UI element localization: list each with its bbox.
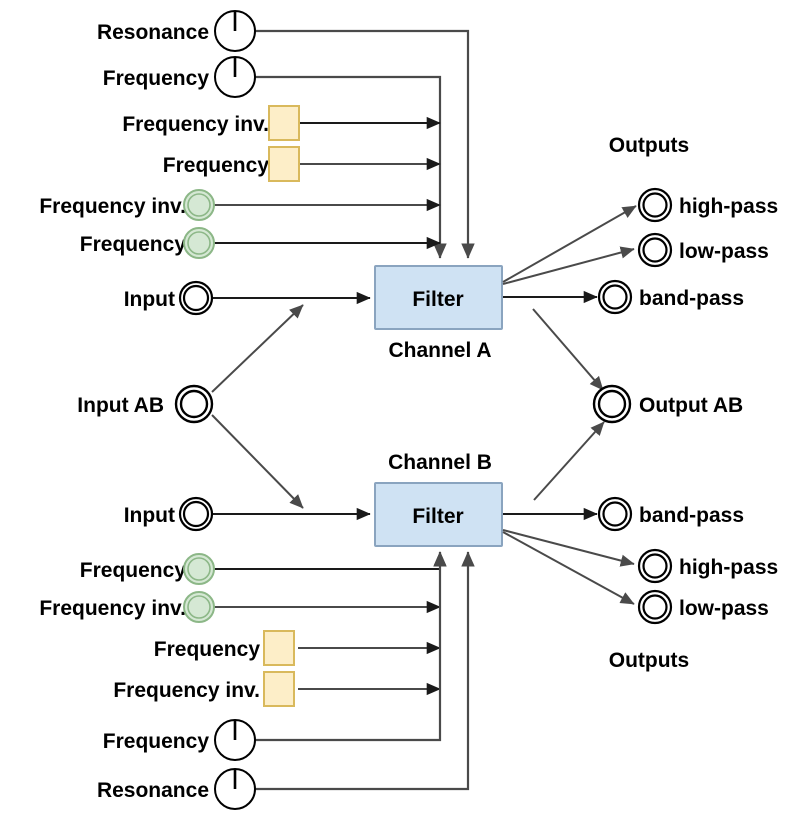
label-b-input-3: Frequency: [154, 638, 261, 661]
label-output-ab: Output AB: [639, 394, 743, 417]
label-b-output-1: high-pass: [679, 556, 778, 579]
label-a-input-0: Resonance: [97, 21, 209, 44]
channel-a-label: Channel A: [388, 339, 491, 362]
wire-b-resonance: [252, 551, 475, 791]
label-b-input-2: Frequency inv.: [39, 597, 186, 620]
outputs-heading-a: Outputs: [609, 134, 689, 157]
outputs-heading-b: Outputs: [609, 649, 689, 672]
square-port-b-frequency-inv[interactable]: [263, 671, 295, 707]
green-circle-port-a-frequency-inv[interactable]: [183, 189, 215, 221]
filter-block-channel-a[interactable]: [374, 265, 503, 330]
label-b-output-0: band-pass: [639, 504, 744, 527]
square-port-a-frequency[interactable]: [268, 146, 300, 182]
double-circle-port-b-bandpass[interactable]: [597, 496, 633, 532]
label-a-input-2: Frequency inv.: [122, 113, 269, 136]
double-circle-port-a-input[interactable]: [178, 280, 214, 316]
label-a-input-1: Frequency: [103, 67, 210, 90]
wire-b-out-outputab: [533, 421, 605, 501]
label-b-output-2: low-pass: [679, 597, 769, 620]
label-input-ab: Input AB: [77, 394, 164, 417]
knob-port-a-resonance[interactable]: [214, 10, 256, 52]
label-a-input-3: Frequency: [163, 154, 270, 177]
label-a-input-6: Input: [124, 288, 175, 311]
green-circle-port-b-frequency-inv[interactable]: [183, 591, 215, 623]
label-a-output-0: high-pass: [679, 195, 778, 218]
knob-port-b-frequency[interactable]: [214, 719, 256, 761]
label-b-input-1: Frequency: [80, 559, 187, 582]
channel-b-label: Channel B: [388, 451, 492, 474]
double-circle-port-a-lowpass[interactable]: [637, 232, 673, 268]
label-b-input-0: Input: [124, 504, 175, 527]
label-b-input-5: Frequency: [103, 730, 210, 753]
wire-a-out-highpass: [502, 205, 637, 283]
filter-block-a-label: Filter: [412, 288, 463, 311]
knob-port-a-frequency[interactable]: [214, 56, 256, 98]
label-b-input-4: Frequency inv.: [113, 679, 260, 702]
double-circle-port-a-bandpass[interactable]: [597, 279, 633, 315]
double-circle-port-b-lowpass[interactable]: [637, 589, 673, 625]
wire-a-resonance: [252, 29, 475, 259]
wire-a-frequency-knob: [252, 75, 447, 259]
green-circle-port-b-frequency[interactable]: [183, 553, 215, 585]
filter-block-channel-b[interactable]: [374, 482, 503, 547]
double-circle-port-b-input[interactable]: [178, 496, 214, 532]
double-circle-port-b-highpass[interactable]: [637, 548, 673, 584]
label-a-output-1: low-pass: [679, 240, 769, 263]
wire-inputab-to-a: [211, 304, 304, 393]
knob-port-b-resonance[interactable]: [214, 768, 256, 810]
wire-b-out-lowpass: [502, 531, 635, 605]
label-a-output-2: band-pass: [639, 287, 744, 310]
green-circle-port-a-frequency[interactable]: [183, 227, 215, 259]
square-port-a-frequency-inv[interactable]: [268, 105, 300, 141]
double-circle-port-a-highpass[interactable]: [637, 187, 673, 223]
wire-inputab-to-b: [211, 414, 304, 509]
label-b-input-6: Resonance: [97, 779, 209, 802]
wire-a-out-lowpass: [502, 246, 635, 285]
label-a-input-5: Frequency: [80, 233, 187, 256]
label-a-input-4: Frequency inv.: [39, 195, 186, 218]
square-port-b-frequency[interactable]: [263, 630, 295, 666]
double-circle-port-input-ab[interactable]: [174, 384, 214, 424]
wire-b-frequency-knob: [252, 551, 447, 742]
wire-b-out-highpass: [502, 529, 635, 567]
double-circle-port-output-ab[interactable]: [592, 384, 632, 424]
wire-a-out-outputab: [532, 308, 604, 391]
filter-block-b-label: Filter: [412, 505, 463, 528]
